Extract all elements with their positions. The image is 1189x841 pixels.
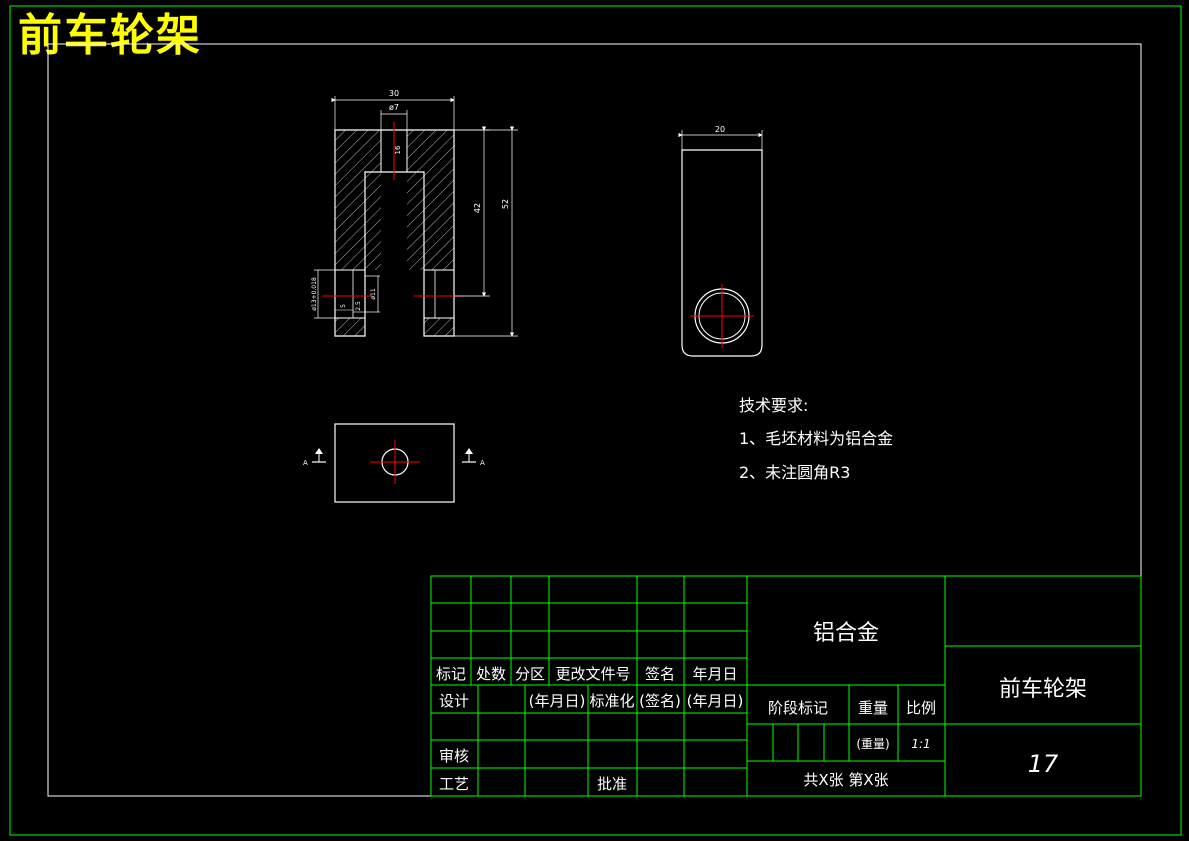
side-view: 20 (678, 125, 763, 357)
hatch-right-lower (424, 318, 454, 336)
inner-frame (47, 43, 1142, 797)
rev-header-sign: 签名 (645, 665, 675, 683)
rev-header-mark: 标记 (436, 665, 466, 683)
title-block (430, 575, 1142, 797)
material-value: 铝合金 (813, 621, 879, 646)
notes-item-2: 2、未注圆角R3 (739, 463, 850, 482)
hatch-left-lower (335, 318, 365, 336)
section-label-right: A (480, 459, 485, 467)
rev-header-doc: 更改文件号 (555, 665, 630, 683)
label-approve: 批准 (597, 775, 627, 793)
rev-header-date: 年月日 (692, 665, 737, 683)
label-design-date: (年月日) (529, 692, 586, 710)
technical-notes: 技术要求: 1、毛坯材料为铝合金 2、未注圆角R3 (739, 396, 893, 482)
side-outline (681, 149, 763, 357)
weight-value: (重量) (856, 737, 889, 751)
label-design: 设计 (439, 692, 469, 710)
hatch-left-upper (335, 130, 381, 270)
label-weight: 重量 (858, 699, 888, 717)
label-date2: (年月日) (687, 692, 744, 710)
notes-item-1: 1、毛坯材料为铝合金 (739, 429, 893, 448)
top-outline (334, 423, 455, 503)
dim-inner-height: 42 (473, 203, 482, 213)
label-standardize: 标准化 (589, 692, 634, 710)
dim-width-front: 30 (389, 89, 399, 98)
outer-frame (9, 5, 1182, 836)
label-process: 工艺 (439, 775, 469, 793)
hatch-right-upper (407, 130, 454, 270)
label-review: 审核 (439, 747, 469, 765)
part-name: 前车轮架 (999, 677, 1087, 702)
sheets-value: 共X张 第X张 (803, 771, 888, 789)
dim-bore: ø7 (389, 103, 399, 112)
dim-hole: ø11 (370, 288, 377, 299)
dim-5: 5 (340, 304, 347, 308)
label-sign: (签名) (639, 692, 681, 710)
dim-2-5: 2.5 (355, 301, 362, 311)
top-view: A A (303, 423, 485, 503)
dim-hole-seat: ø13+0.018 (311, 277, 318, 311)
rev-header-count: 处数 (476, 665, 506, 683)
drawing-number: 17 (1028, 750, 1059, 778)
front-outline (334, 129, 455, 337)
front-view: 30 ø7 16 42 52 ø13+0.018 ø11 5 2.5 (311, 89, 518, 337)
dim-width-side: 20 (715, 125, 725, 134)
label-stage-mark: 阶段标记 (768, 699, 828, 717)
rev-header-zone: 分区 (515, 665, 545, 683)
title-block-text: 标记 处数 分区 更改文件号 签名 年月日 设计 (年月日) 标准化 (签名) … (436, 621, 1087, 793)
label-scale: 比例 (906, 699, 936, 717)
scale-value: 1:1 (911, 737, 930, 751)
dim-total-height: 52 (501, 199, 510, 209)
notes-heading: 技术要求: (739, 396, 808, 415)
dim-bore-depth: 16 (394, 145, 402, 154)
section-label-left: A (303, 459, 308, 467)
